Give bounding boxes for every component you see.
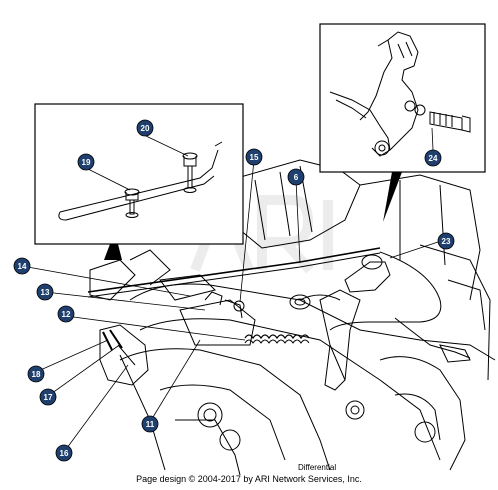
callout-12-label: 12 (62, 310, 71, 319)
callout-18[interactable]: 18 (27, 365, 45, 383)
callout-23[interactable]: 23 (437, 232, 455, 250)
callout-18-label: 18 (32, 370, 41, 379)
callout-13[interactable]: 13 (36, 283, 54, 301)
callout-16[interactable]: 16 (55, 444, 73, 462)
callout-19-label: 19 (82, 158, 91, 167)
callout-20[interactable]: 20 (136, 119, 154, 137)
callout-11[interactable]: 11 (141, 415, 159, 433)
callout-19[interactable]: 19 (77, 153, 95, 171)
inset-detail-right (319, 23, 486, 222)
leader-lines (21, 127, 439, 453)
callout-24[interactable]: 24 (424, 149, 442, 167)
callout-23-label: 23 (442, 237, 451, 246)
callout-14[interactable]: 14 (13, 257, 31, 275)
copyright-footer: Page design © 2004-2017 by ARI Network S… (136, 474, 362, 484)
machine-drawing (87, 159, 496, 476)
callout-16-label: 16 (60, 449, 69, 458)
callouts: 20 19 15 6 23 24 14 13 (13, 119, 455, 462)
callout-24-label: 24 (429, 154, 438, 163)
callout-6-label: 6 (294, 173, 299, 182)
section-label: Differential (298, 463, 337, 472)
callout-14-label: 14 (18, 262, 27, 271)
callout-12[interactable]: 12 (57, 305, 75, 323)
callout-15[interactable]: 15 (245, 148, 263, 166)
callout-20-label: 20 (141, 124, 150, 133)
callout-6[interactable]: 6 (287, 168, 305, 186)
callout-11-label: 11 (146, 420, 155, 429)
callout-17-label: 17 (44, 393, 53, 402)
callout-13-label: 13 (41, 288, 50, 297)
callout-15-label: 15 (250, 153, 259, 162)
callout-17[interactable]: 17 (39, 388, 57, 406)
